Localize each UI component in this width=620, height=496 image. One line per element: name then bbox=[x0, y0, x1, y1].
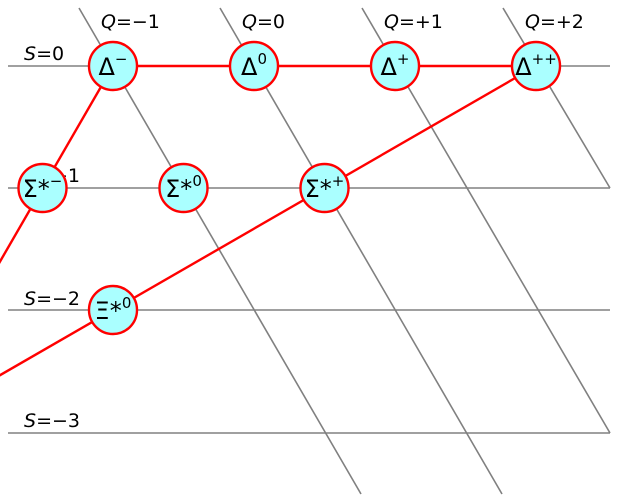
strangeness-label-symbol: S bbox=[24, 43, 36, 65]
particle-charge-superscript: ++ bbox=[532, 50, 557, 68]
charge-label: Q=+1 bbox=[384, 11, 443, 33]
particle-charge-superscript: + bbox=[397, 50, 410, 68]
strangeness-label-value: −3 bbox=[52, 410, 80, 432]
particle-label: Δ0 bbox=[241, 50, 267, 81]
charge-label-value: 0 bbox=[273, 11, 285, 33]
particle-circle bbox=[158, 162, 209, 214]
particle-label: Σ*0 bbox=[165, 172, 202, 203]
particle-label: Σ*+ bbox=[305, 172, 345, 203]
charge-label-symbol: Q bbox=[384, 11, 399, 33]
particle-charge-superscript: 0 bbox=[122, 294, 132, 312]
particle-label: Δ+ bbox=[381, 50, 410, 81]
particle-symbol: Δ bbox=[381, 53, 398, 81]
particle-circle bbox=[369, 40, 421, 92]
particle-charge-superscript: + bbox=[332, 172, 345, 190]
particle-label: Ξ*0 bbox=[95, 294, 132, 325]
charge-label: Q=+2 bbox=[525, 11, 584, 33]
strangeness-label: S=0 bbox=[24, 43, 64, 65]
charge-label-symbol: Q bbox=[101, 11, 116, 33]
triangle-edge bbox=[0, 65, 115, 264]
particle-nodes: Δ−Δ0Δ+Δ++Σ*−Σ*0Σ*+Ξ*−Ξ*0Ω− bbox=[17, 40, 562, 336]
strangeness-label-value: 0 bbox=[52, 43, 64, 65]
strangeness-label-equals: = bbox=[36, 43, 52, 65]
particle-symbol: Σ* bbox=[165, 175, 192, 203]
charge-label-value: −1 bbox=[132, 11, 160, 33]
strangeness-label-symbol: S bbox=[24, 410, 36, 432]
charge-line bbox=[502, 7, 611, 189]
charge-label-equals: = bbox=[257, 11, 273, 33]
charge-label-value: +2 bbox=[556, 11, 584, 33]
particle-node: Σ*+ bbox=[299, 162, 350, 214]
particle-node: Δ0 bbox=[228, 40, 280, 92]
particle-symbol: Δ bbox=[99, 53, 116, 81]
charge-label-symbol: Q bbox=[242, 11, 257, 33]
particle-circle bbox=[87, 284, 139, 336]
particle-node: Δ++ bbox=[510, 40, 562, 92]
particle-label: Σ*− bbox=[23, 172, 63, 203]
charge-line bbox=[219, 7, 503, 495]
strangeness-label: S=−2 bbox=[24, 288, 80, 310]
particle-node: Ξ*0 bbox=[87, 284, 139, 336]
charge-label-equals: = bbox=[399, 11, 415, 33]
charge-label-value: +1 bbox=[415, 11, 443, 33]
particle-charge-superscript: − bbox=[50, 172, 63, 190]
strangeness-label: S=−3 bbox=[24, 410, 80, 432]
strangeness-label-symbol: S bbox=[24, 288, 36, 310]
particle-circle bbox=[510, 40, 562, 92]
strangeness-labels: S=0S=−1S=−2S=−3 bbox=[24, 43, 80, 432]
triangle-edges bbox=[0, 64, 537, 377]
particle-symbol: Σ* bbox=[305, 175, 332, 203]
particle-label: Δ++ bbox=[515, 50, 557, 81]
particle-charge-superscript: 0 bbox=[192, 172, 202, 190]
particle-symbol: Δ bbox=[241, 53, 258, 81]
particle-label: Δ− bbox=[99, 50, 128, 81]
charge-line bbox=[78, 7, 362, 495]
particle-circle bbox=[228, 40, 280, 92]
particle-circle bbox=[299, 162, 350, 214]
particle-node: Δ+ bbox=[369, 40, 421, 92]
particle-node: Σ*0 bbox=[158, 162, 209, 214]
charge-label-equals: = bbox=[116, 11, 132, 33]
particle-charge-superscript: − bbox=[115, 50, 128, 68]
triangle-edge bbox=[0, 64, 537, 377]
charge-label: Q=−1 bbox=[101, 11, 160, 33]
particle-node: Σ*− bbox=[17, 162, 68, 214]
charge-label-symbol: Q bbox=[525, 11, 540, 33]
particle-node: Δ− bbox=[87, 40, 139, 92]
strangeness-label-equals: = bbox=[36, 410, 52, 432]
charge-label: Q=0 bbox=[242, 11, 285, 33]
strangeness-label-value: −2 bbox=[52, 288, 80, 310]
particle-circle bbox=[17, 162, 68, 214]
particle-circle bbox=[87, 40, 139, 92]
strangeness-label-equals: = bbox=[36, 288, 52, 310]
particle-symbol: Ξ* bbox=[95, 297, 122, 325]
particle-symbol: Δ bbox=[515, 53, 532, 81]
particle-charge-superscript: 0 bbox=[257, 50, 267, 68]
charge-label-equals: = bbox=[540, 11, 556, 33]
particle-symbol: Σ* bbox=[23, 175, 50, 203]
